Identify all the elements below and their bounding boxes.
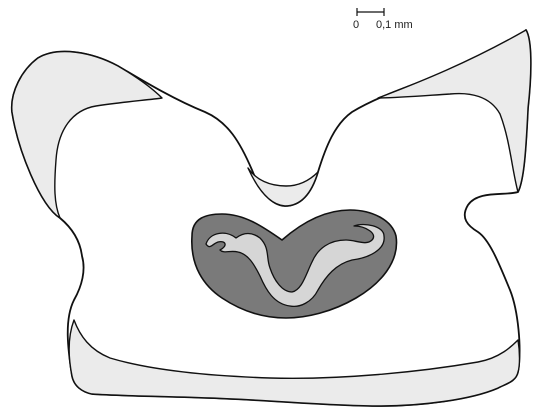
scale-bar-end-label: 0,1 mm <box>376 19 413 31</box>
scale-bar: 0 0,1 mm <box>353 8 413 31</box>
scale-bar-start-label: 0 <box>353 19 359 31</box>
